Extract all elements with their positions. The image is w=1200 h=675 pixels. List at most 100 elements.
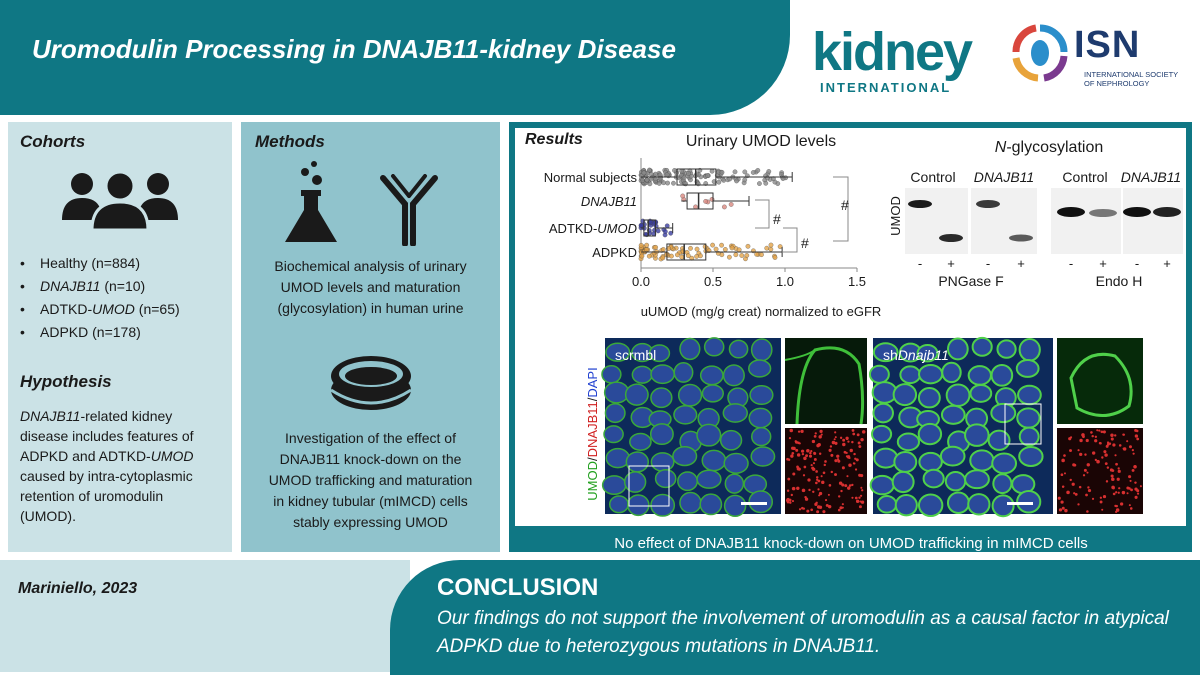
red-signal bbox=[801, 452, 805, 456]
data-point bbox=[710, 242, 715, 248]
red-signal bbox=[791, 451, 795, 455]
red-signal bbox=[1077, 503, 1080, 506]
cell bbox=[893, 451, 918, 473]
red-signal bbox=[1117, 469, 1121, 473]
data-point bbox=[660, 255, 666, 261]
red-signal bbox=[813, 451, 817, 455]
cell bbox=[916, 343, 939, 363]
red-signal bbox=[1091, 434, 1094, 438]
cell bbox=[967, 365, 992, 386]
red-signal bbox=[1102, 494, 1107, 499]
red-signal bbox=[817, 488, 820, 491]
red-signal bbox=[818, 435, 822, 439]
methods-heading: Methods bbox=[255, 132, 325, 151]
red-signal bbox=[812, 490, 815, 493]
red-signal bbox=[1131, 468, 1135, 472]
red-signal bbox=[837, 459, 841, 463]
red-signal bbox=[820, 433, 823, 436]
red-signal bbox=[1134, 481, 1137, 484]
cell bbox=[728, 339, 749, 359]
red-signal bbox=[854, 496, 858, 500]
red-signal bbox=[859, 500, 862, 503]
data-point bbox=[655, 228, 661, 234]
red-signal bbox=[842, 438, 846, 442]
cell bbox=[650, 452, 675, 472]
data-point bbox=[759, 252, 764, 258]
chart-title: Urinary UMOD levels bbox=[686, 133, 836, 150]
red-signal bbox=[1086, 463, 1090, 467]
red-signal bbox=[800, 429, 804, 434]
cell bbox=[922, 468, 945, 489]
red-signal bbox=[809, 451, 812, 455]
red-signal bbox=[844, 484, 848, 488]
red-signal bbox=[798, 508, 802, 511]
cell bbox=[987, 429, 1011, 451]
data-point bbox=[646, 253, 652, 259]
red-signal bbox=[1115, 462, 1118, 466]
data-point bbox=[721, 177, 727, 183]
sig-bracket-1 bbox=[833, 176, 849, 242]
red-signal bbox=[1071, 482, 1075, 486]
cell bbox=[868, 364, 890, 384]
red-signal bbox=[827, 493, 830, 496]
blot-group-3: Control bbox=[1062, 169, 1107, 185]
cell bbox=[722, 364, 745, 387]
red-signal bbox=[843, 450, 847, 454]
red-signal bbox=[1087, 488, 1092, 493]
data-point bbox=[661, 180, 667, 186]
red-signal bbox=[789, 428, 794, 433]
sig-mark-1: # bbox=[841, 197, 849, 213]
data-point bbox=[736, 247, 742, 253]
red-signal bbox=[1091, 451, 1096, 455]
red-signal bbox=[1063, 472, 1067, 475]
red-signal bbox=[1134, 434, 1139, 438]
red-signal bbox=[822, 510, 826, 514]
cell bbox=[872, 402, 894, 424]
data-point bbox=[680, 193, 686, 199]
red-signal bbox=[812, 462, 816, 465]
red-signal bbox=[839, 436, 843, 440]
box bbox=[686, 192, 714, 210]
cell bbox=[679, 337, 701, 361]
cell bbox=[872, 342, 899, 363]
isn-logo-sub: INTERNATIONAL SOCIETY OF NEPHROLOGY bbox=[1084, 70, 1178, 88]
cell bbox=[603, 381, 630, 404]
red-signal bbox=[829, 445, 833, 448]
red-signal bbox=[1104, 453, 1108, 457]
data-point bbox=[679, 254, 685, 260]
blot-band bbox=[939, 234, 963, 242]
data-point bbox=[766, 169, 772, 174]
red-signal bbox=[1126, 492, 1129, 495]
red-signal bbox=[1102, 430, 1106, 434]
blot-panel-4 bbox=[1123, 188, 1183, 254]
cell bbox=[723, 494, 747, 518]
methods-text-2: Investigation of the effect of DNAJB11 k… bbox=[268, 430, 473, 530]
cell bbox=[605, 342, 631, 362]
x-tick-label: 0.0 bbox=[632, 274, 650, 289]
red-signal bbox=[1086, 471, 1089, 474]
cell bbox=[749, 384, 774, 406]
data-point bbox=[702, 244, 708, 250]
cell bbox=[748, 407, 773, 429]
data-point bbox=[679, 168, 685, 174]
cell bbox=[672, 446, 698, 467]
cell bbox=[917, 493, 944, 518]
lane-mark: + bbox=[1017, 256, 1025, 271]
isn-emblem-icon bbox=[1012, 24, 1068, 82]
data-point bbox=[672, 168, 677, 173]
red-signal bbox=[815, 481, 818, 485]
red-signal bbox=[1079, 438, 1083, 443]
cohorts-panel: Cohorts Healthy (n=884) DNAJB11 (n=10) A… bbox=[8, 122, 232, 552]
cell bbox=[650, 364, 675, 385]
cell bbox=[626, 494, 650, 517]
x-tick-label: 1.5 bbox=[848, 274, 866, 289]
cohort-item-adpkd: ADPKD (n=178) bbox=[20, 321, 180, 344]
red-signal bbox=[797, 430, 801, 433]
cell bbox=[946, 491, 970, 515]
red-signal bbox=[848, 456, 851, 460]
hypothesis-text: DNAJB11-related kidney disease includes … bbox=[20, 408, 194, 524]
red-signal bbox=[1115, 504, 1118, 508]
red-signal bbox=[788, 437, 792, 440]
category-label: ADTKD-UMOD bbox=[549, 221, 637, 236]
red-signal bbox=[1096, 459, 1100, 464]
